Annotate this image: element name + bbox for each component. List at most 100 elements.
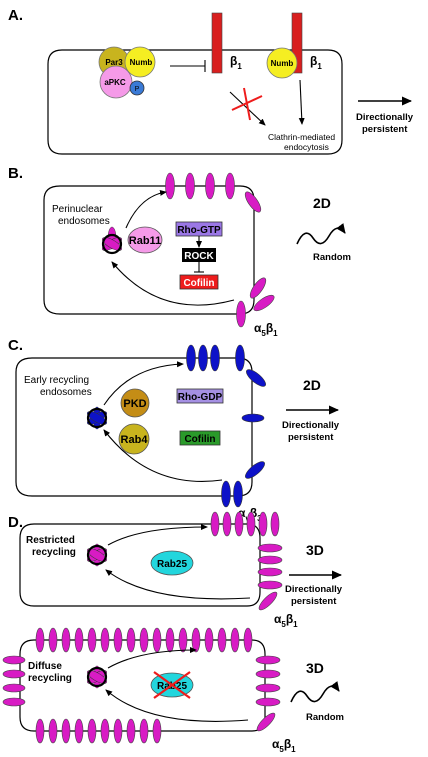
clathrin-label-1: Clathrin-mediated bbox=[268, 132, 335, 142]
integrin-a5b1 bbox=[178, 627, 188, 653]
integrin-a5b1 bbox=[61, 718, 71, 744]
panel-d: D. Restricted recycling Rab25 bbox=[2, 511, 344, 754]
outcome-d2: Random bbox=[306, 712, 344, 723]
cell-outline-d-top bbox=[19, 523, 261, 607]
cell-outline-d-bottom bbox=[19, 639, 266, 732]
restricted-label-2: recycling bbox=[32, 547, 76, 558]
integrin-a5b1 bbox=[217, 627, 227, 653]
integrin-a5b1 bbox=[236, 300, 246, 328]
rho-gdp-box bbox=[176, 388, 224, 404]
integrin-a5b1 bbox=[165, 627, 175, 653]
integrin-row-side-d1 bbox=[257, 543, 283, 611]
dim-label-b: 2D bbox=[313, 195, 331, 211]
integrin-a5b1 bbox=[35, 627, 45, 653]
integrin-label-d2: α5β1 bbox=[272, 737, 296, 754]
integrin-a5b1 bbox=[152, 718, 162, 744]
integrin-a5b1 bbox=[191, 627, 201, 653]
endosome-vesicle-icon bbox=[86, 665, 108, 689]
numb-protein-right bbox=[266, 47, 298, 79]
integrin-a5b1 bbox=[126, 718, 136, 744]
integrin-avb3 bbox=[233, 480, 243, 508]
rab11-protein bbox=[127, 226, 163, 254]
diffuse-label-1: Diffuse bbox=[28, 661, 62, 672]
integrin-a5b1 bbox=[255, 669, 281, 679]
integrin-a5b1 bbox=[48, 627, 58, 653]
integrin-a5b1 bbox=[100, 718, 110, 744]
integrin-a5b1 bbox=[258, 511, 268, 537]
recycling-arrow-d2 bbox=[107, 647, 197, 669]
outcome-b: Random bbox=[313, 252, 351, 263]
integrin-a5b1 bbox=[244, 191, 262, 213]
integrin-avb3 bbox=[186, 344, 196, 372]
rab25-label: Rab25 bbox=[157, 559, 187, 570]
integrin-a5b1 bbox=[74, 718, 84, 744]
numb-label-right: Numb bbox=[271, 59, 294, 68]
integrin-a5b1 bbox=[2, 683, 26, 693]
recycling-arrow-b bbox=[125, 189, 167, 229]
rab11-label: Rab11 bbox=[129, 235, 161, 247]
rock-label: ROCK bbox=[184, 251, 214, 262]
integrin-row-side-b bbox=[236, 191, 275, 328]
beta1-label-right: β1 bbox=[310, 54, 322, 71]
integrin-a5b1 bbox=[257, 567, 283, 577]
integrin-a5b1 bbox=[126, 627, 136, 653]
beta1-label-left: β1 bbox=[230, 54, 242, 71]
beta1-integrin-bar-left bbox=[211, 12, 223, 74]
integrin-a5b1 bbox=[225, 172, 235, 200]
outcome-d1-line2: persistent bbox=[291, 596, 337, 607]
integrin-a5b1 bbox=[152, 627, 162, 653]
integrin-row-top-b bbox=[165, 172, 235, 200]
integrin-a5b1 bbox=[230, 627, 240, 653]
pkd-protein bbox=[120, 388, 150, 418]
integrin-a5b1 bbox=[246, 511, 256, 537]
rab4-label: Rab4 bbox=[121, 434, 149, 446]
pkd-label: PKD bbox=[123, 398, 146, 410]
integrin-a5b1 bbox=[255, 655, 281, 665]
apkc-protein bbox=[99, 65, 133, 99]
dim-label-d1: 3D bbox=[306, 542, 324, 558]
endosome-label-2: endosomes bbox=[58, 216, 110, 227]
integrin-label-d1: α5β1 bbox=[274, 612, 298, 629]
clathrin-label-2: endocytosis bbox=[284, 142, 329, 152]
panel-c-label: C. bbox=[8, 337, 23, 354]
integrin-a5b1 bbox=[100, 627, 110, 653]
endosome-vesicle-icon bbox=[101, 226, 123, 255]
integrin-avb3 bbox=[235, 344, 245, 372]
integrin-row-bottom-d2 bbox=[35, 718, 162, 744]
integrin-a5b1 bbox=[113, 627, 123, 653]
apkc-label: aPKC bbox=[104, 78, 126, 87]
outcome-a-line2: persistent bbox=[362, 124, 408, 135]
endosome-label-1: Perinuclear bbox=[52, 204, 103, 215]
integrin-row-left-d2 bbox=[2, 655, 26, 707]
panel-c: C. Early recycling endosomes PKD Rab4 bbox=[8, 337, 340, 523]
integrin-a5b1 bbox=[257, 543, 283, 553]
outcome-c-line2: persistent bbox=[288, 432, 334, 443]
integrin-avb3 bbox=[241, 413, 265, 423]
numb-label: Numb bbox=[130, 58, 153, 67]
panel-a: A. Par3 Numb aPKC P β1 β1 Numb Clathrin-… bbox=[8, 7, 414, 155]
integrin-row-side-d2 bbox=[255, 655, 281, 732]
integrin-a5b1 bbox=[258, 591, 278, 611]
wavy-random-arrow-icon bbox=[290, 681, 340, 703]
beta1-integrin-bar-right bbox=[291, 12, 303, 74]
recycling-arrow-d1 bbox=[107, 524, 208, 546]
phospho-label: P bbox=[135, 86, 140, 93]
rock-box bbox=[182, 248, 216, 262]
integrin-avb3 bbox=[198, 344, 208, 372]
integrin-a5b1 bbox=[210, 511, 220, 537]
integrin-row-top-c bbox=[186, 344, 245, 372]
cofilin-label-b: Cofilin bbox=[183, 278, 214, 289]
cofilin-active-box bbox=[179, 430, 221, 446]
red-cross-stroke bbox=[243, 87, 251, 121]
endosome-label-c2: endosomes bbox=[40, 387, 92, 398]
internalization-arrow-c bbox=[103, 429, 223, 482]
phospho-p-icon bbox=[129, 80, 145, 96]
integrin-a5b1 bbox=[35, 718, 45, 744]
integrin-a5b1 bbox=[243, 627, 253, 653]
integrin-a5b1 bbox=[87, 627, 97, 653]
integrin-a5b1 bbox=[61, 627, 71, 653]
internalization-arrow-b bbox=[111, 261, 235, 306]
integrin-a5b1 bbox=[2, 655, 26, 665]
panel-b-label: B. bbox=[8, 165, 23, 182]
